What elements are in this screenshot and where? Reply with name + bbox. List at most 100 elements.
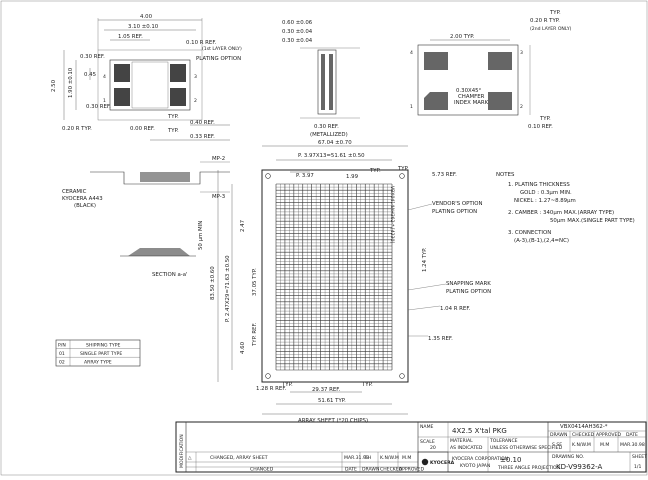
pad-2 (488, 92, 512, 110)
note-line: 2. CAMBER : 340µm MAX.(ARRAY TYPE) (508, 210, 614, 216)
company: KYOCERA CORPORATION (452, 456, 508, 462)
pad-number: 3 (520, 50, 523, 56)
metallized-layer (321, 54, 325, 110)
section-view: 50 µm MIN SECTION a-a' (120, 221, 204, 278)
label: PLATING OPTION (446, 289, 491, 295)
pad-4 (114, 64, 130, 82)
sheet-outline (261, 169, 409, 383)
dim-text: TYP. (549, 10, 561, 16)
col-approved: APPROVED (399, 467, 424, 473)
pad-number: 1 (103, 98, 106, 104)
date-value: MAR.30.98 (620, 442, 645, 448)
drawn-value: S.SE (552, 442, 562, 448)
cavity (131, 61, 169, 109)
dim-text: 0.30 ±0.04 (282, 29, 313, 35)
note-line: 3. CONNECTION (508, 230, 551, 236)
label: SNAPPING MARK (446, 281, 491, 287)
pad-number: 4 (410, 50, 413, 56)
top-left-view: 4.00 3.10 ±0.10 1.05 REF. 0.10 R REF. (1… (51, 14, 242, 141)
array-grid (265, 173, 405, 379)
dim-text: 0.00 REF. (130, 126, 155, 132)
dim-text: (METALLIZED) (310, 132, 348, 138)
dim-text: 0.30 REF. (80, 54, 105, 60)
dim-text: 1.99 (346, 174, 359, 180)
dim-text: 0.10 R REF. (186, 40, 217, 46)
dim-text: 5.73 REF. (432, 172, 457, 178)
scale-value: 20 (430, 445, 436, 451)
dim-text: TYP. (397, 166, 409, 172)
table-header: SHIPPING TYPE (86, 343, 120, 349)
part-name: 4X2.5 X'tal PKG (452, 427, 507, 435)
col-date: DATE (345, 467, 357, 473)
package-outline (109, 59, 191, 111)
notes-title: NOTES (496, 172, 515, 178)
label: KYOCERA A443 (62, 196, 103, 202)
note-line: NICKEL : 1.27~8.89µm (514, 198, 576, 204)
kyocera-logo: KYOCERA (430, 460, 455, 466)
dim-text: 0.45 (84, 72, 96, 78)
dim-text: 2.47 (240, 220, 246, 232)
dim-text: 1.90 ±0.10 (68, 67, 74, 98)
note-line: GOLD : 0.3µm MIN. (520, 190, 572, 196)
dim-text: 51.61 TYP. (318, 398, 346, 404)
label: CERAMIC (62, 189, 87, 195)
dim-text: 0.10 REF. (528, 124, 553, 130)
label: 1.04 R REF. (440, 306, 471, 312)
dim-text: INDEX MARK (454, 100, 489, 106)
label: (BLACK) (74, 203, 96, 209)
pad-number: 4 (103, 74, 106, 80)
dim-text: 1.28 R REF. (256, 386, 287, 392)
mod-label: MODIFICATION (179, 434, 185, 468)
metallized-layer (329, 54, 333, 110)
tolerance-sub: THREE ANGLE PROJECTION (497, 465, 560, 471)
tooling-hole (265, 173, 271, 179)
pad-3 (488, 52, 512, 70)
tooling-hole (265, 373, 271, 379)
company-loc: KYOTO JAPAN (460, 463, 490, 469)
label: 50 µm MIN (198, 221, 204, 250)
ceramic-view: MP-2 MP-3 CERAMIC KYOCERA A443 (BLACK) (62, 156, 230, 209)
dim-text: P. 2.47X29=71.63 ±0.50 (225, 255, 231, 322)
dim-text: TYP. (167, 114, 179, 120)
dim-text: 0.30 REF. (86, 104, 111, 110)
label: 1.35 REF. (428, 336, 453, 342)
pad-number: 1 (410, 104, 413, 110)
label: VENDOR'S OPTION (432, 201, 483, 207)
mod-desc: CHANGED, ARRAY SHEET (210, 455, 268, 461)
array-sheet: 67.04 ±0.70 P. 3.97X13=51.61 ±0.50 P. 3.… (210, 140, 491, 424)
pad-number: 2 (520, 104, 523, 110)
tooling-hole (399, 373, 405, 379)
dim-text: 0.30 REF. (314, 124, 339, 130)
col-checked: CHECKED (380, 467, 403, 473)
bottom-outline (417, 44, 519, 116)
checked-label: CHECKED (572, 432, 595, 438)
dim-text: TYP. (167, 128, 179, 134)
table-cell: ARRAY TYPE (84, 360, 112, 366)
tolerance-label: TOLERANCE (489, 438, 518, 444)
label: PLATING OPTION (432, 209, 477, 215)
drawing-no-label: DRAWING NO. (552, 454, 584, 460)
part-no-top: VBX0414AH362-* (560, 424, 608, 430)
dim-text: CHAMFER (458, 94, 485, 100)
dim-text: 3.10 ±0.10 (128, 24, 159, 30)
dim-text: P. 3.97X13=51.61 ±0.50 (298, 153, 365, 159)
dim-text: 0.60 ±0.06 (282, 20, 313, 26)
pad-1 (114, 88, 130, 106)
table-cell: SINGLE PART TYPE (80, 351, 122, 357)
top-right-view: 2.00 TYP. TYP. 0.20 R TYP. (2nd LAYER ON… (410, 10, 572, 130)
mod-approved: M.M (402, 455, 411, 461)
dim-text: (2nd LAYER ONLY) (530, 26, 572, 32)
label: MP-3 (212, 194, 225, 200)
label: MP-2 (212, 156, 225, 162)
sheet-value: 1/1 (634, 464, 641, 470)
table-cell: 01 (59, 351, 65, 357)
dim-text: 83.50 ±0.60 (210, 266, 216, 300)
drawing-no: KD-V99362-A (556, 463, 603, 471)
dim-text: PLATING OPTION (196, 56, 241, 62)
mod-symbol: △ (188, 456, 192, 461)
pad-2 (170, 88, 186, 106)
dim-text: 2.00 TYP. (450, 34, 475, 40)
